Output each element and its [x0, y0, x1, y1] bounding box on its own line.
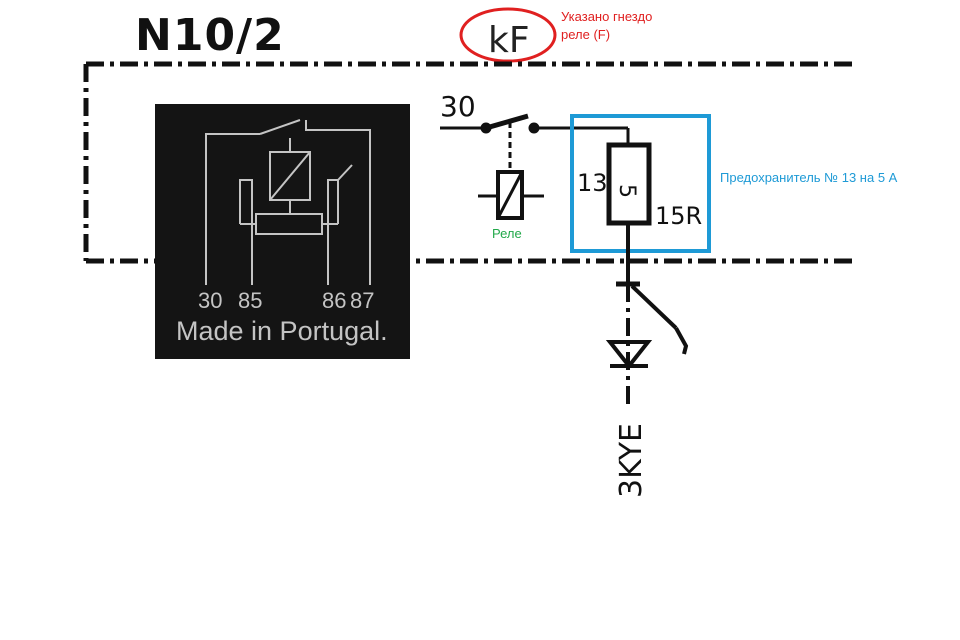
fuse-output: 15R [655, 202, 702, 230]
relay-switch [440, 113, 628, 172]
diode-symbol [605, 340, 653, 370]
socket-label: kF [488, 20, 530, 61]
output-connector [616, 262, 689, 408]
relay-label: Реле [492, 226, 522, 241]
relay-pin-87: 87 [350, 288, 374, 313]
relay-photo-background [155, 104, 410, 359]
relay-coil-symbol [478, 170, 544, 220]
fuse-symbol [606, 128, 652, 262]
fuse-note: Предохранитель № 13 на 5 А [720, 170, 898, 185]
fuse-rating: 5 [614, 184, 639, 198]
relay-photo: 30 85 86 87 Made in Portugal. [155, 104, 410, 359]
relay-schematic-emboss [205, 119, 371, 285]
fuse-highlight-box [570, 114, 711, 253]
relay-pin-86: 86 [322, 288, 346, 313]
socket-note-line1: Указано гнездо [561, 9, 652, 24]
relay-terminal-30: 30 [440, 90, 476, 123]
socket-highlight-ellipse [459, 7, 557, 63]
relay-pin-30: 30 [198, 288, 222, 313]
wire-code: 3KYE [614, 423, 649, 498]
module-label: N10/2 [135, 10, 285, 61]
socket-note-line2: реле (F) [561, 27, 610, 42]
fuse-number: 13 [577, 169, 608, 197]
relay-pin-85: 85 [238, 288, 262, 313]
relay-photo-caption: Made in Portugal. [176, 316, 388, 346]
